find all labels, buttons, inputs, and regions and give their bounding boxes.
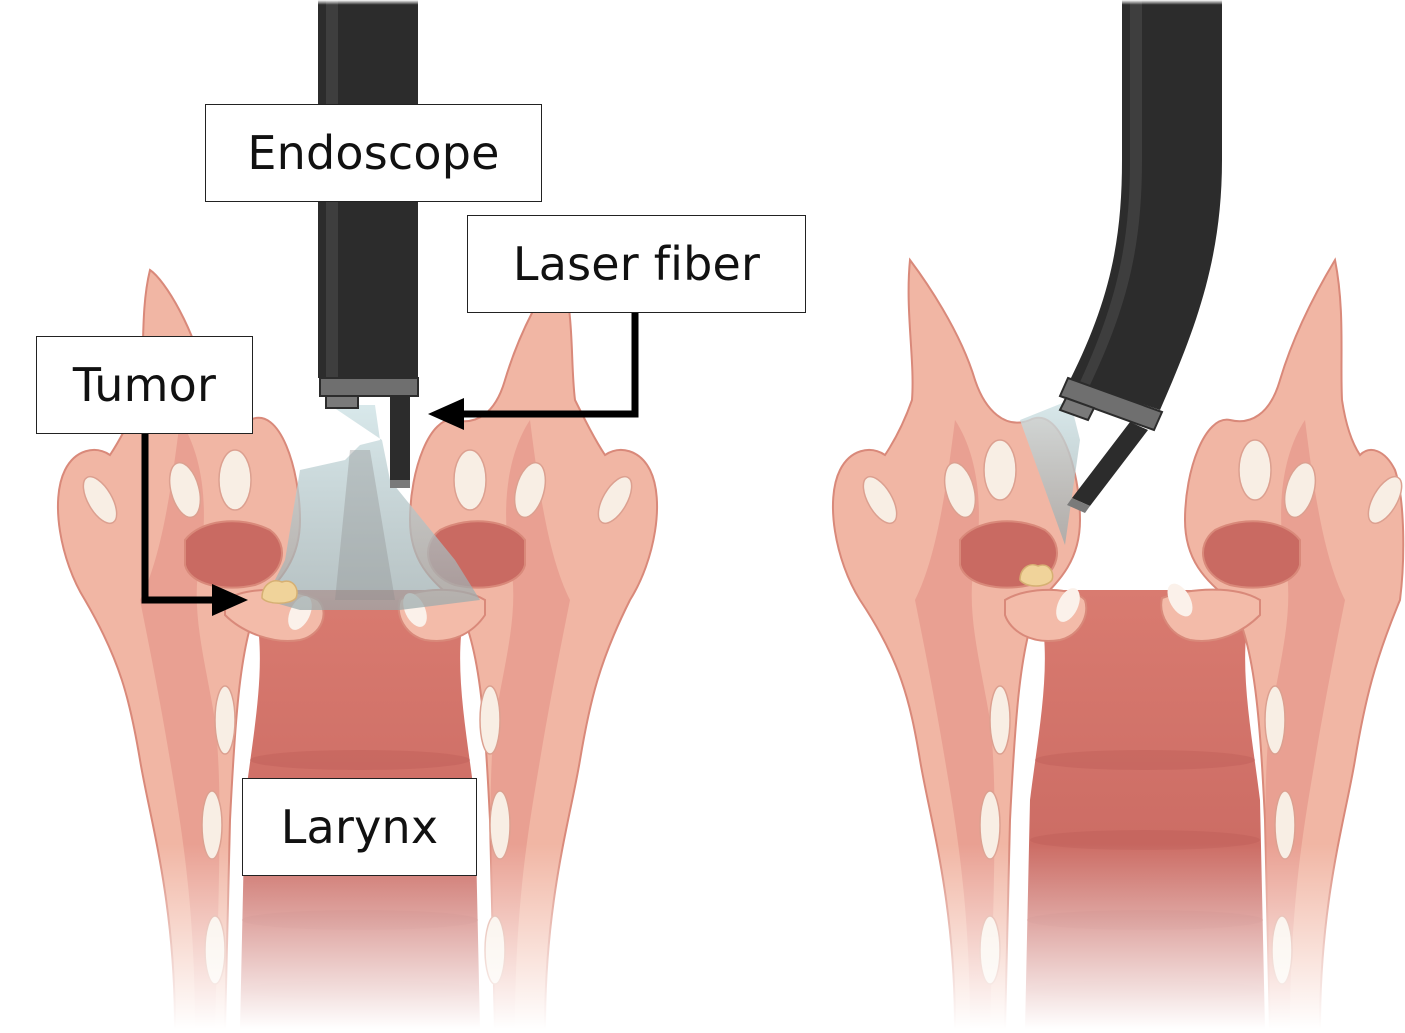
tumor-label: Tumor	[36, 336, 253, 434]
larynx-label: Larynx	[242, 778, 477, 876]
laser-fiber-label: Laser fiber	[467, 215, 806, 313]
endoscope-label: Endoscope	[205, 104, 542, 202]
